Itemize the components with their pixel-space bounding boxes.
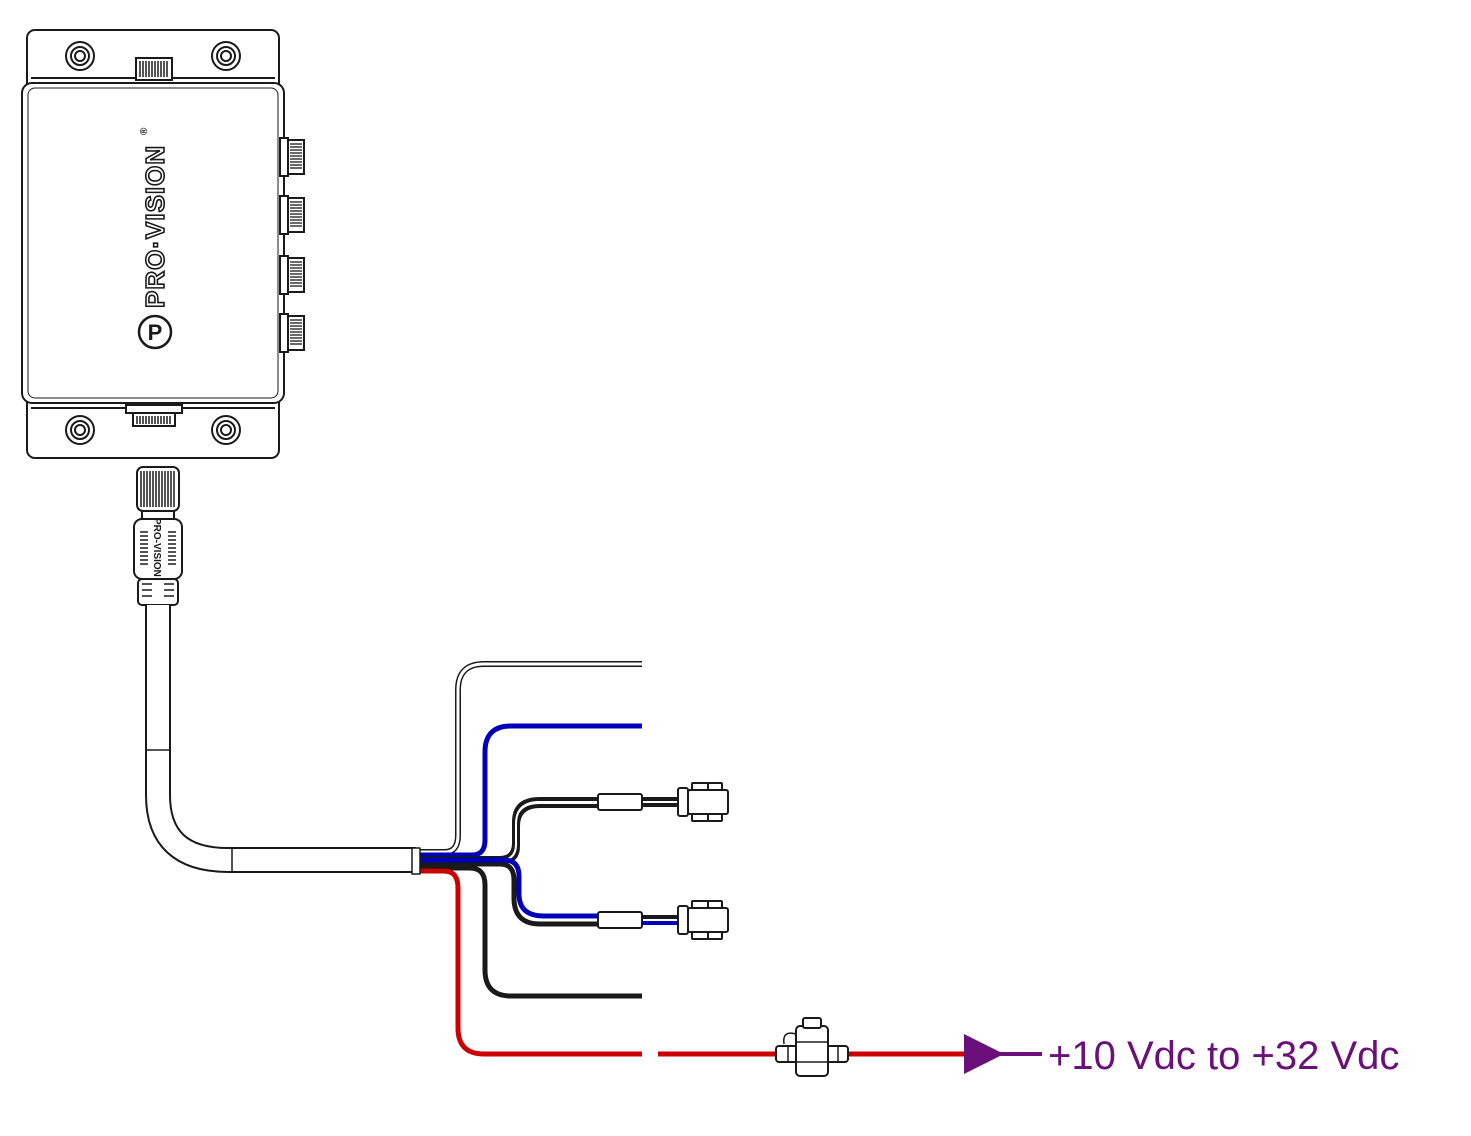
main-cable	[145, 605, 416, 873]
power-voltage-label: +10 Vdc to +32 Vdc	[1048, 1034, 1399, 1078]
brand-name: PRO·VISION	[140, 145, 170, 308]
brand-logo: P PRO·VISION ®	[137, 127, 173, 350]
connector-brand: PRO-VISION	[151, 518, 162, 577]
mounting-hole-icon	[65, 41, 95, 71]
side-port	[279, 137, 305, 177]
side-port	[279, 195, 305, 235]
power-input-annotation: +10 Vdc to +32 Vdc	[964, 1034, 1399, 1078]
wire-black	[416, 865, 642, 999]
mounting-holes	[65, 41, 241, 445]
two-pin-connector-icon	[597, 900, 729, 940]
side-port	[279, 313, 305, 353]
wire-harness	[411, 661, 968, 1057]
bottom-port	[125, 404, 183, 427]
logo-letter: P	[148, 320, 163, 345]
mounting-hole-icon	[211, 415, 241, 445]
two-pin-connector-icon	[597, 782, 729, 822]
mounting-hole-icon	[211, 41, 241, 71]
top-port	[135, 57, 173, 81]
cable-connector: PRO-VISION	[133, 466, 183, 606]
side-port	[279, 255, 305, 295]
registered-mark: ®	[139, 127, 150, 135]
connector-assemblies	[597, 782, 729, 940]
wire-red	[416, 868, 968, 1057]
wire-blue	[416, 723, 642, 858]
module-body	[21, 82, 285, 404]
control-module	[21, 29, 285, 459]
wire-black-blue	[416, 857, 602, 927]
mounting-hole-icon	[65, 415, 95, 445]
wire-white	[416, 661, 642, 855]
inline-fuse-icon	[775, 1017, 849, 1077]
side-ports	[279, 137, 305, 353]
